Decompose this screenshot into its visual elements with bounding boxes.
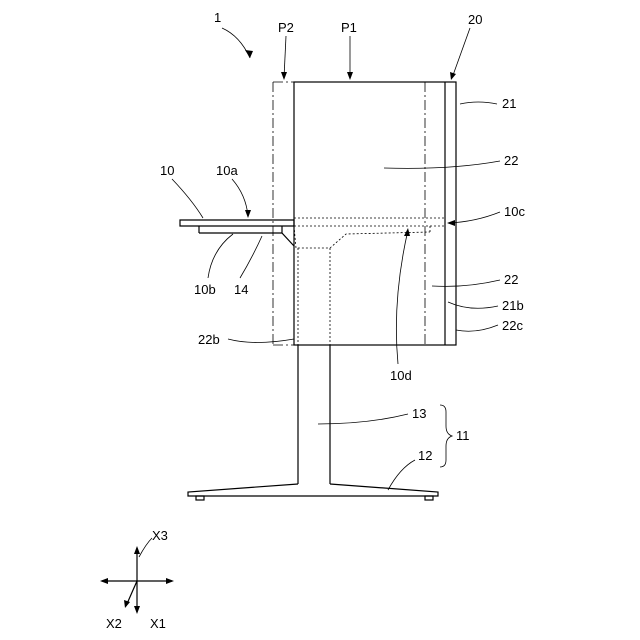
label-panel-21: 21: [502, 96, 516, 111]
label-stand: 11: [456, 428, 470, 443]
label-base: 12: [418, 448, 432, 463]
label-inner-21b: 21b: [502, 298, 524, 313]
label-tray-edge: 10c: [504, 204, 525, 219]
label-tray-top: 10a: [216, 163, 238, 178]
label-p2: P2: [278, 20, 294, 35]
leader-lines: [172, 28, 500, 490]
label-tray: 10: [160, 163, 174, 178]
label-column: 13: [412, 406, 426, 421]
stand-base: [188, 484, 438, 500]
label-p1: P1: [341, 20, 357, 35]
label-device: 1: [214, 10, 221, 25]
tray: [180, 220, 294, 246]
axis-label-x3: X3: [152, 528, 168, 543]
label-edge-22c: 22c: [502, 318, 523, 333]
label-panel-22-mid: 22: [504, 272, 518, 287]
axis-label-x1: X1: [150, 616, 166, 631]
label-bracket: 14: [234, 282, 248, 297]
stand-column: [298, 345, 330, 484]
housing-body: [294, 82, 456, 345]
label-tray-inner: 10d: [390, 368, 412, 383]
label-tray-bottom: 10b: [194, 282, 216, 297]
label-edge-22b: 22b: [198, 332, 220, 347]
axis-label-x2: X2: [106, 616, 122, 631]
phantom-outline-p2: [273, 82, 294, 345]
hidden-column: [298, 248, 330, 345]
tray-inside: [294, 218, 445, 248]
label-panel-22-top: 22: [504, 153, 518, 168]
label-housing: 20: [468, 12, 482, 27]
coordinate-axes: X3 X2 X1: [100, 528, 174, 631]
